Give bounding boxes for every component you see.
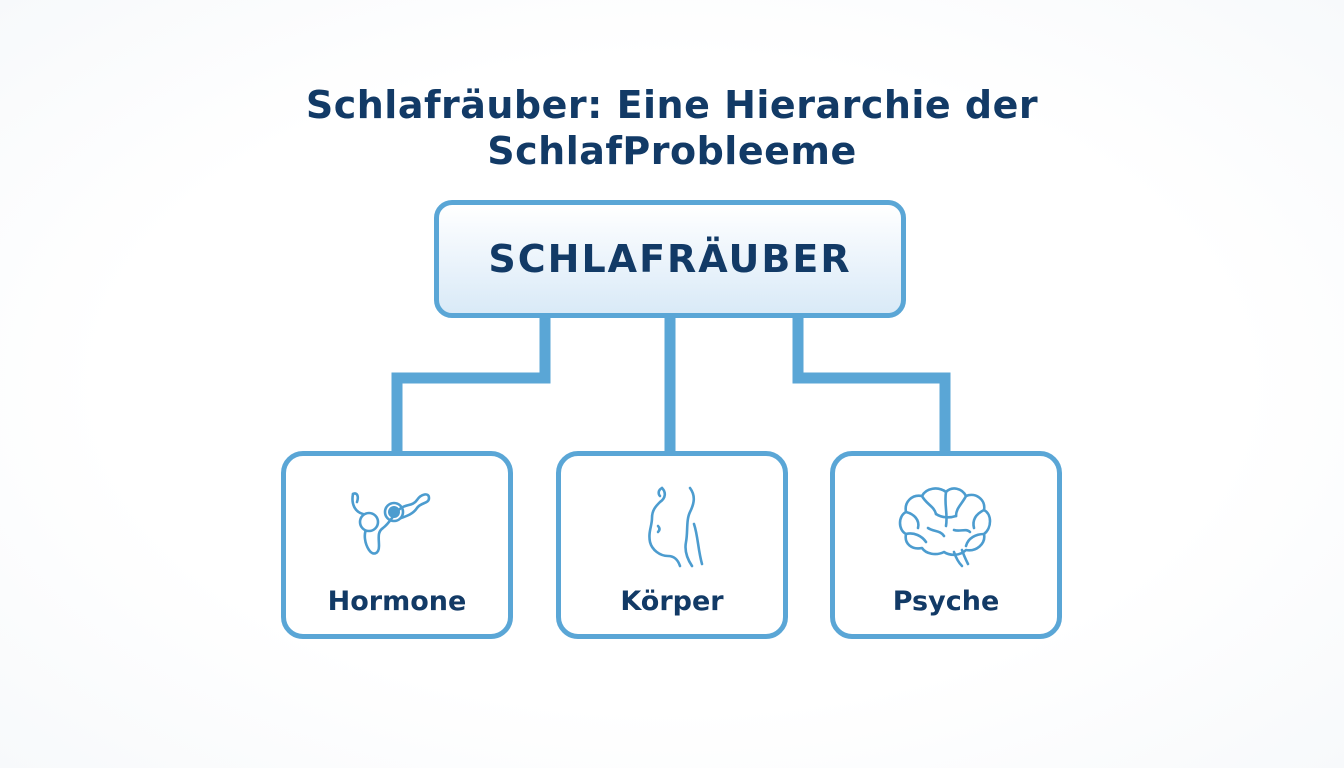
- brain-icon: [898, 487, 992, 568]
- hormone-icon: [351, 492, 431, 555]
- connector-right: [792, 316, 951, 451]
- root-node-label: SCHLAFRÄUBER: [488, 237, 852, 281]
- diagram-title-line-2: SchlafProbleeme: [487, 129, 857, 173]
- child-node-koerper: Körper: [556, 451, 788, 639]
- child-node-label: Psyche: [892, 586, 1000, 617]
- root-node: SCHLAFRÄUBER: [434, 200, 906, 318]
- diagram-title-line-1: Schlafräuber: Eine Hierarchie der: [305, 83, 1039, 127]
- child-node-psyche: Psyche: [830, 451, 1062, 639]
- child-node-label: Hormone: [327, 586, 467, 617]
- body-icon: [648, 486, 704, 568]
- connector-left: [391, 316, 551, 451]
- child-node-hormone: Hormone: [281, 451, 513, 639]
- child-node-label: Körper: [620, 586, 724, 617]
